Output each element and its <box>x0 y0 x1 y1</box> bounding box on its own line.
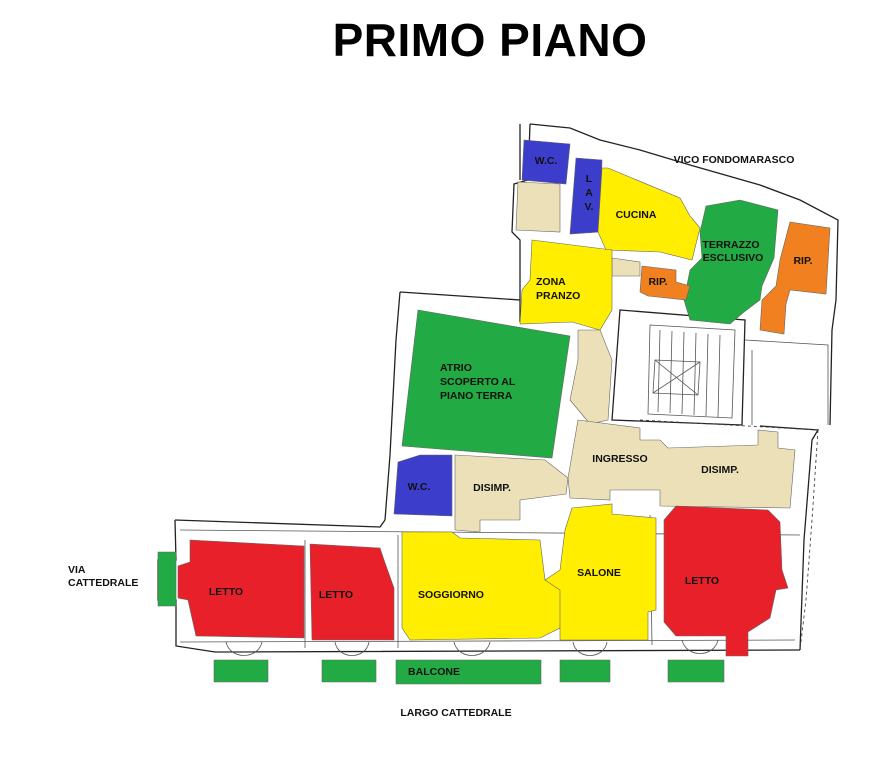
letto-1-room <box>177 539 305 639</box>
lav-label-1: L <box>586 173 593 185</box>
balcone-label: BALCONE <box>408 666 460 678</box>
via-cattedrale-label-2: CATTEDRALE <box>68 577 138 589</box>
rip-right-room <box>759 221 831 335</box>
largo-cattedrale-label: LARGO CATTEDRALE <box>400 707 511 719</box>
letto-3-label: LETTO <box>685 575 719 587</box>
ingresso-area <box>567 419 796 509</box>
soggiorno-label: SOGGIORNO <box>418 589 484 601</box>
atrio-room <box>401 309 571 459</box>
balcony-4 <box>559 659 611 683</box>
corridor-vertical <box>569 329 613 425</box>
lav-label-3: V. <box>585 201 594 213</box>
balcony-left-wall <box>157 551 177 607</box>
lav-label-2: A <box>585 187 593 199</box>
balcony-1 <box>213 659 269 683</box>
street-labels: VICO FONDOMARASCO VIA CATTEDRALE LARGO C… <box>68 154 794 719</box>
disimp-right-label: DISIMP. <box>701 464 739 476</box>
via-cattedrale-label-1: VIA <box>68 564 86 576</box>
page-title: PRIMO PIANO <box>333 14 648 66</box>
wc-top-room <box>521 139 571 185</box>
terrazzo-label-2: ESCLUSIVO <box>703 252 764 264</box>
cucina-room <box>597 167 701 261</box>
balcony-5 <box>667 659 725 683</box>
atrio-label-2: SCOPERTO AL <box>440 376 516 388</box>
atrio-label-1: ATRIO <box>440 362 472 374</box>
corridor-upper-left <box>515 181 561 233</box>
zona-label-1: ZONA <box>536 276 566 288</box>
rip-mid-label: RIP. <box>648 276 667 288</box>
letto-2-label: LETTO <box>319 589 353 601</box>
letto-3-room <box>663 505 789 657</box>
corridor-zona <box>611 257 641 277</box>
rooms <box>157 139 831 685</box>
terrazzo-label-1: TERRAZZO <box>702 239 759 251</box>
letto-1-label: LETTO <box>209 586 243 598</box>
wc-top-label: W.C. <box>535 155 558 167</box>
balcony-2 <box>321 659 377 683</box>
vico-fondomarasco-label: VICO FONDOMARASCO <box>674 154 795 166</box>
zona-pranzo-room <box>519 239 613 331</box>
atrio-label-3: PIANO TERRA <box>440 390 513 402</box>
rip-mid-room <box>639 265 691 301</box>
disimp-left-area <box>454 454 569 533</box>
ingresso-label: INGRESSO <box>592 453 647 465</box>
zona-label-2: PRANZO <box>536 290 580 302</box>
soggiorno-room <box>401 531 563 641</box>
cucina-label: CUCINA <box>616 209 657 221</box>
letto-2-room <box>309 543 395 641</box>
terrazzo-room <box>683 199 779 325</box>
room-labels: W.C. L A V. CUCINA TERRAZZO ESCLUSIVO RI… <box>209 155 813 678</box>
wc-mid-label: W.C. <box>408 481 431 493</box>
wc-mid-room <box>393 454 453 517</box>
rip-right-label: RIP. <box>793 255 812 267</box>
salone-label: SALONE <box>577 567 621 579</box>
disimp-left-label: DISIMP. <box>473 482 511 494</box>
balcony-main <box>395 659 542 685</box>
salone-room <box>544 503 657 641</box>
